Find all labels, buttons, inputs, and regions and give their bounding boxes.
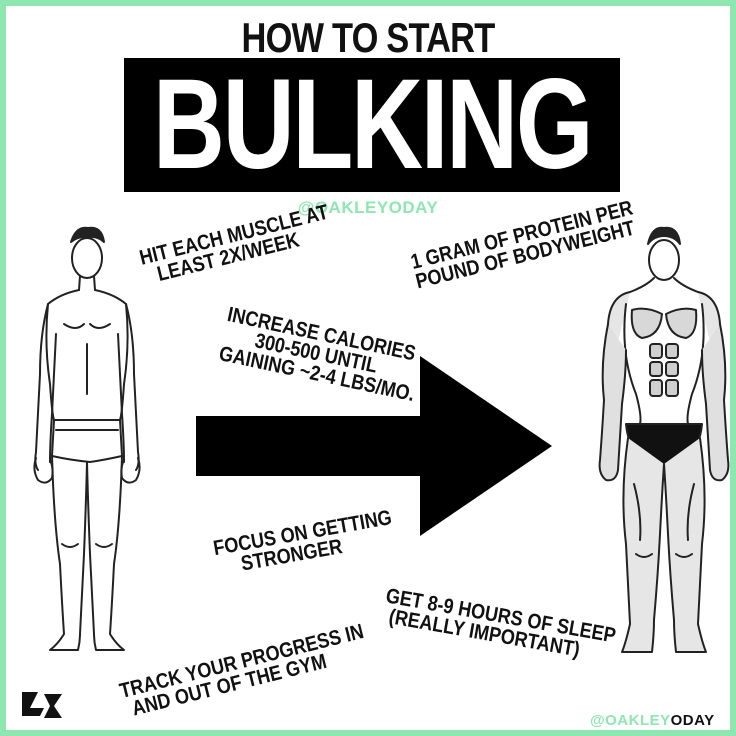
- handle-top: @OAKLEYODAY: [297, 198, 439, 217]
- title-box: BULKING: [124, 58, 620, 192]
- title-main: BULKING: [152, 58, 594, 192]
- tip-progress: TRACK YOUR PROGRESS IN AND OUT OF THE GY…: [117, 620, 366, 722]
- skinny-figure-illustration: [33, 226, 141, 651]
- handle-bottom-rest: ODAY: [670, 712, 715, 729]
- tip-sleep: GET 8-9 HOURS OF SLEEP (REALLY IMPORTANT…: [381, 584, 617, 661]
- tip-muscle-frequency: HIT EACH MUSCLE AT LEAST 2X/WEEK: [137, 201, 330, 288]
- handle-bottom: @OAKLEYODAY: [590, 712, 715, 729]
- muscular-figure-illustration: [598, 226, 730, 653]
- handle-bottom-accent: @OAKLEY: [590, 712, 671, 729]
- right-arrow-icon: [196, 356, 552, 536]
- title-top: HOW TO START: [241, 14, 496, 61]
- brand-logo-icon: [22, 692, 62, 718]
